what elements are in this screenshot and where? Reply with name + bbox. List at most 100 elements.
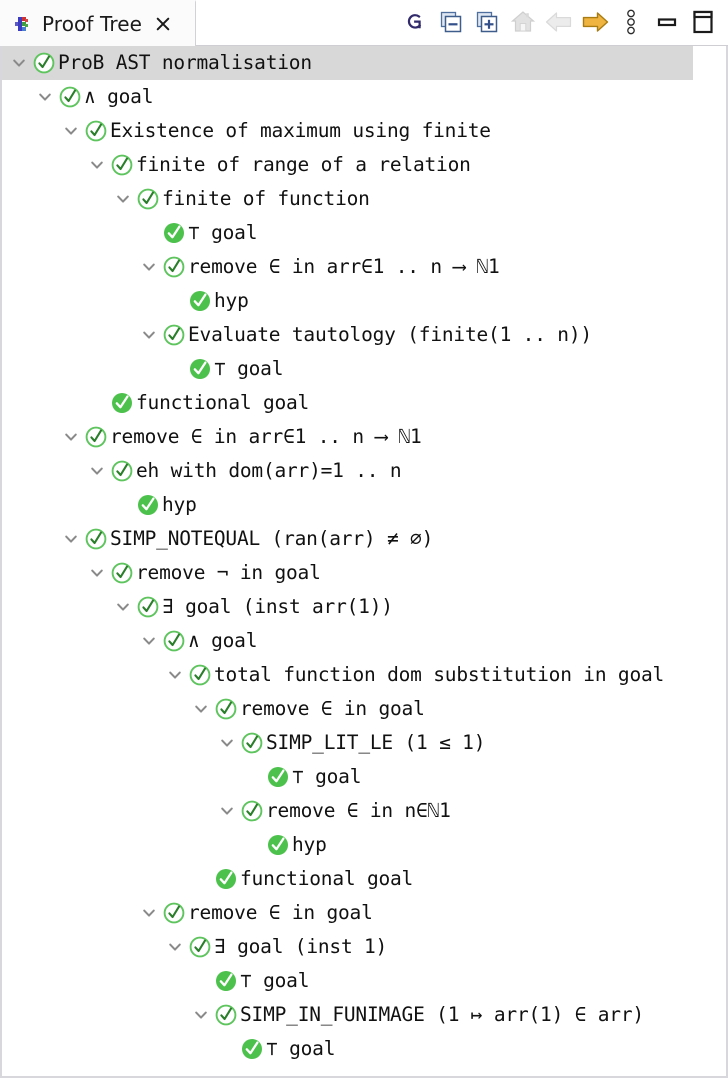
check-circle-open-icon [188, 663, 212, 687]
forward-arrow-icon[interactable] [578, 5, 612, 39]
tree-row[interactable]: hyp [2, 828, 726, 862]
view-menu-icon[interactable] [614, 5, 648, 39]
tree-row[interactable]: remove ∈ in n∈ℕ1 [2, 794, 726, 828]
check-circle-open-icon [110, 459, 134, 483]
check-circle-open-icon [240, 799, 264, 823]
tree-row-label: eh with dom(arr)=1 .. n [136, 459, 402, 483]
chevron-down-icon[interactable] [136, 250, 162, 284]
chevron-down-icon[interactable] [136, 896, 162, 930]
tree-row[interactable]: ⊤ goal [2, 964, 726, 998]
tree-row[interactable]: ⊤ goal [2, 1032, 726, 1066]
check-circle-open-icon [214, 1003, 238, 1027]
collapse-all-icon[interactable] [434, 5, 468, 39]
chevron-down-icon[interactable] [162, 658, 188, 692]
chevron-down-icon[interactable] [188, 692, 214, 726]
toolbar [196, 0, 728, 45]
tree-row[interactable]: SIMP_IN_FUNIMAGE (1 ↦ arr(1) ∈ arr) [2, 998, 726, 1032]
chevron-down-icon[interactable] [136, 318, 162, 352]
check-circle-filled-icon [266, 833, 290, 857]
tree-row[interactable]: eh with dom(arr)=1 .. n [2, 454, 726, 488]
check-circle-open-icon [162, 901, 186, 925]
check-circle-filled-icon [188, 357, 212, 381]
tree-row[interactable]: remove ∈ in arr∈1 .. n ⟶ ℕ1 [2, 250, 726, 284]
check-circle-open-icon [110, 153, 134, 177]
tree-row[interactable]: Existence of maximum using finite [2, 114, 726, 148]
check-circle-open-icon [84, 119, 108, 143]
tree-row-label: hyp [214, 289, 249, 313]
chevron-down-icon[interactable] [6, 46, 32, 80]
tree-row-label: functional goal [240, 867, 414, 891]
tree-row[interactable]: finite of range of a relation [2, 148, 726, 182]
chevron-down-icon[interactable] [84, 148, 110, 182]
tree-row-label: hyp [292, 833, 327, 857]
expand-all-icon[interactable] [470, 5, 504, 39]
check-circle-open-icon [162, 255, 186, 279]
tree-row-label: remove ∈ in arr∈1 .. n ⟶ ℕ1 [188, 255, 500, 279]
tree-row[interactable]: Evaluate tautology (finite(1 .. n)) [2, 318, 726, 352]
tree-row-label: ⊤ goal [292, 765, 362, 789]
tree-row-label: total function dom substitution in goal [214, 663, 665, 687]
chevron-down-icon[interactable] [214, 726, 240, 760]
tree-row[interactable]: functional goal [2, 386, 726, 420]
tree-row-label: ⊤ goal [266, 1037, 336, 1061]
maximize-icon[interactable] [686, 5, 720, 39]
home-icon [506, 5, 540, 39]
check-circle-open-icon [58, 85, 82, 109]
tree-row[interactable]: remove ∈ in goal [2, 692, 726, 726]
tree-row[interactable]: remove ∈ in goal [2, 896, 726, 930]
close-icon[interactable] [154, 15, 172, 33]
tree-row-label: finite of range of a relation [136, 153, 471, 177]
tree-row[interactable]: hyp [2, 284, 726, 318]
tree-row[interactable]: ∧ goal [2, 624, 726, 658]
tree-row[interactable]: ⊤ goal [2, 760, 726, 794]
tree-row-label: hyp [162, 493, 197, 517]
tree-row[interactable]: ∃ goal (inst 1) [2, 930, 726, 964]
tree-row[interactable]: remove ∈ in arr∈1 .. n ⟶ ℕ1 [2, 420, 726, 454]
chevron-down-icon[interactable] [162, 930, 188, 964]
chevron-down-icon[interactable] [84, 454, 110, 488]
chevron-down-icon[interactable] [214, 794, 240, 828]
chevron-down-icon[interactable] [136, 624, 162, 658]
tree-row[interactable]: SIMP_NOTEQUAL (ran(arr) ≠ ∅) [2, 522, 726, 556]
check-circle-open-icon [136, 187, 160, 211]
check-circle-open-icon [84, 425, 108, 449]
chevron-down-icon[interactable] [110, 182, 136, 216]
chevron-down-icon[interactable] [58, 420, 84, 454]
tree-row[interactable]: ∃ goal (inst arr(1)) [2, 590, 726, 624]
tree-row[interactable]: total function dom substitution in goal [2, 658, 726, 692]
tree-row[interactable]: SIMP_LIT_LE (1 ≤ 1) [2, 726, 726, 760]
tree-row-label: Existence of maximum using finite [110, 119, 491, 143]
tree-row-label: finite of function [162, 187, 370, 211]
tree-row[interactable]: ∧ goal [2, 80, 726, 114]
check-circle-open-icon [162, 323, 186, 347]
check-circle-open-icon [84, 527, 108, 551]
tree-row-label: remove ∈ in arr∈1 .. n ⟶ ℕ1 [110, 425, 422, 449]
chevron-down-icon[interactable] [84, 556, 110, 590]
chevron-down-icon[interactable] [110, 590, 136, 624]
tree-row-label: ⊤ goal [240, 969, 310, 993]
tree-row-label: SIMP_LIT_LE (1 ≤ 1) [266, 731, 486, 755]
check-circle-open-icon [214, 697, 238, 721]
tree-row-label: SIMP_IN_FUNIMAGE (1 ↦ arr(1) ∈ arr) [240, 1003, 644, 1027]
check-circle-filled-icon [162, 221, 186, 245]
tree-row[interactable]: hyp [2, 488, 726, 522]
chevron-down-icon[interactable] [32, 80, 58, 114]
check-circle-filled-icon [110, 391, 134, 415]
tab-label: Proof Tree [42, 12, 143, 36]
minimize-icon[interactable] [650, 5, 684, 39]
tree-row[interactable]: remove ¬ in goal [2, 556, 726, 590]
tree-row[interactable]: finite of function [2, 182, 726, 216]
chevron-down-icon[interactable] [58, 114, 84, 148]
tab-proof-tree[interactable]: Proof Tree [0, 0, 196, 46]
check-circle-open-icon [240, 731, 264, 755]
goto-icon[interactable] [398, 5, 432, 39]
chevron-down-icon[interactable] [58, 522, 84, 556]
check-circle-filled-icon [214, 867, 238, 891]
tree-row[interactable]: ⊤ goal [2, 216, 726, 250]
tree-row[interactable]: functional goal [2, 862, 726, 896]
tree-row[interactable]: ⊤ goal [2, 352, 726, 386]
tree-row-label: ∃ goal (inst arr(1)) [162, 595, 393, 619]
chevron-down-icon[interactable] [188, 998, 214, 1032]
tree-row[interactable]: ProB AST normalisation [2, 46, 693, 80]
